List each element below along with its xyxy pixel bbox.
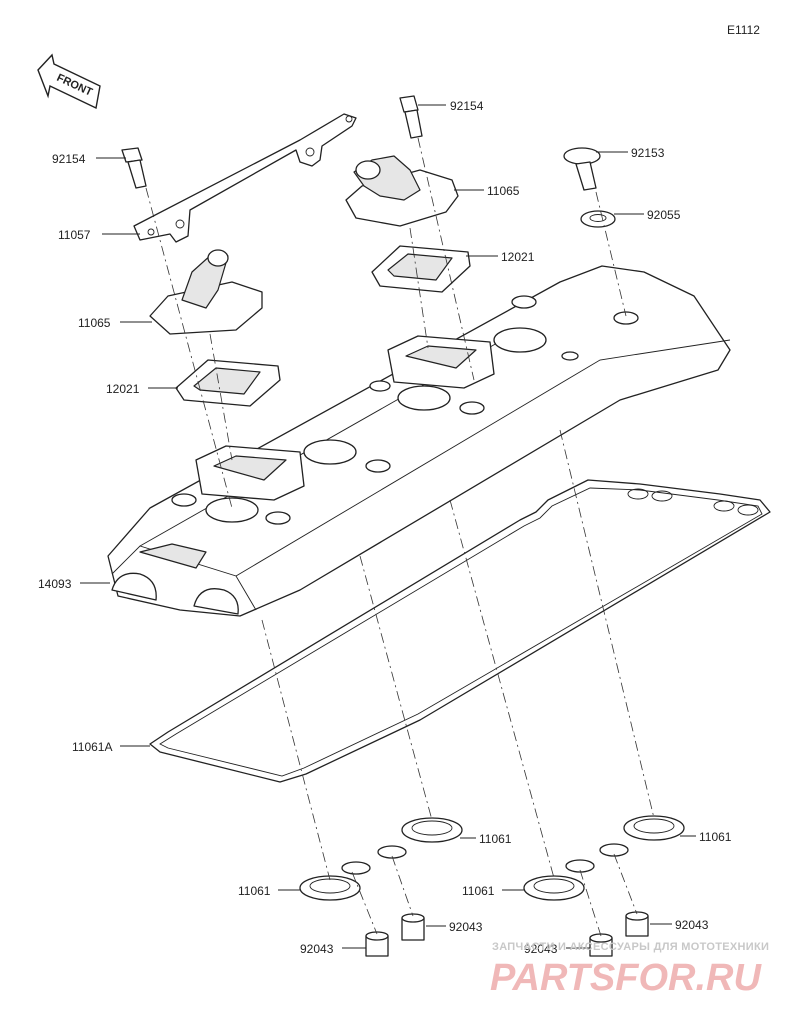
plug-gasket-2-part: [377, 817, 463, 859]
label-reed-valve-left: 12021: [106, 382, 140, 396]
label-reed-valve-right: 12021: [501, 250, 535, 264]
bolt-left-part: [121, 147, 147, 189]
cylinder-head-cover-part: [107, 265, 731, 617]
dowel-1-part: [365, 931, 389, 957]
label-dowel-4: 92043: [675, 918, 709, 932]
washer-part: [580, 210, 616, 228]
watermark-tagline: ЗАПЧАСТИ И АКСЕССУАРЫ ДЛЯ МОТОТЕХНИКИ: [492, 941, 769, 953]
reed-valve-right-part: [371, 245, 471, 293]
label-bolt-right: 92154: [450, 99, 484, 113]
label-plug-gasket-3: 11061: [462, 884, 495, 898]
label-breather-cover-left: 11065: [78, 316, 111, 330]
dowel-4-part: [625, 911, 649, 937]
breather-cover-left-part: [149, 249, 263, 335]
label-flange-bolt: 92153: [631, 146, 665, 160]
plug-gasket-3-part: [523, 859, 595, 901]
label-dowel-1: 92043: [300, 942, 334, 956]
label-breather-cover-right: 11065: [487, 184, 520, 198]
diagram-code: E1112: [727, 23, 760, 37]
bracket-part: [133, 113, 357, 243]
watermark-logo: PARTSFOR.RU: [490, 957, 762, 999]
gasket-part: [149, 479, 771, 783]
label-plug-gasket-4: 11061: [699, 830, 732, 844]
plug-gasket-4-part: [599, 815, 685, 857]
dowel-2-part: [401, 913, 425, 941]
label-bracket: 11057: [58, 228, 91, 242]
assembly-lines: [145, 137, 655, 937]
label-dowel-2: 92043: [449, 920, 483, 934]
label-gasket: 11061A: [72, 740, 112, 754]
reed-valve-left-part: [175, 359, 281, 407]
bolt-right-part: [399, 95, 423, 139]
flange-bolt-part: [563, 147, 601, 191]
plug-gasket-1-part: [299, 861, 371, 901]
label-washer: 92055: [647, 208, 681, 222]
front-arrow-icon: FRONT: [37, 53, 101, 110]
dowel-3-part: [589, 933, 613, 957]
leader-lines: [80, 104, 696, 949]
label-bolt-left: 92154: [52, 152, 86, 166]
label-dowel-3: 92043: [524, 942, 558, 956]
label-cylinder-head-cover: 14093: [38, 577, 72, 591]
breather-cover-right-part: [345, 155, 459, 227]
label-plug-gasket-1: 11061: [238, 884, 271, 898]
label-plug-gasket-2: 11061: [479, 832, 512, 846]
